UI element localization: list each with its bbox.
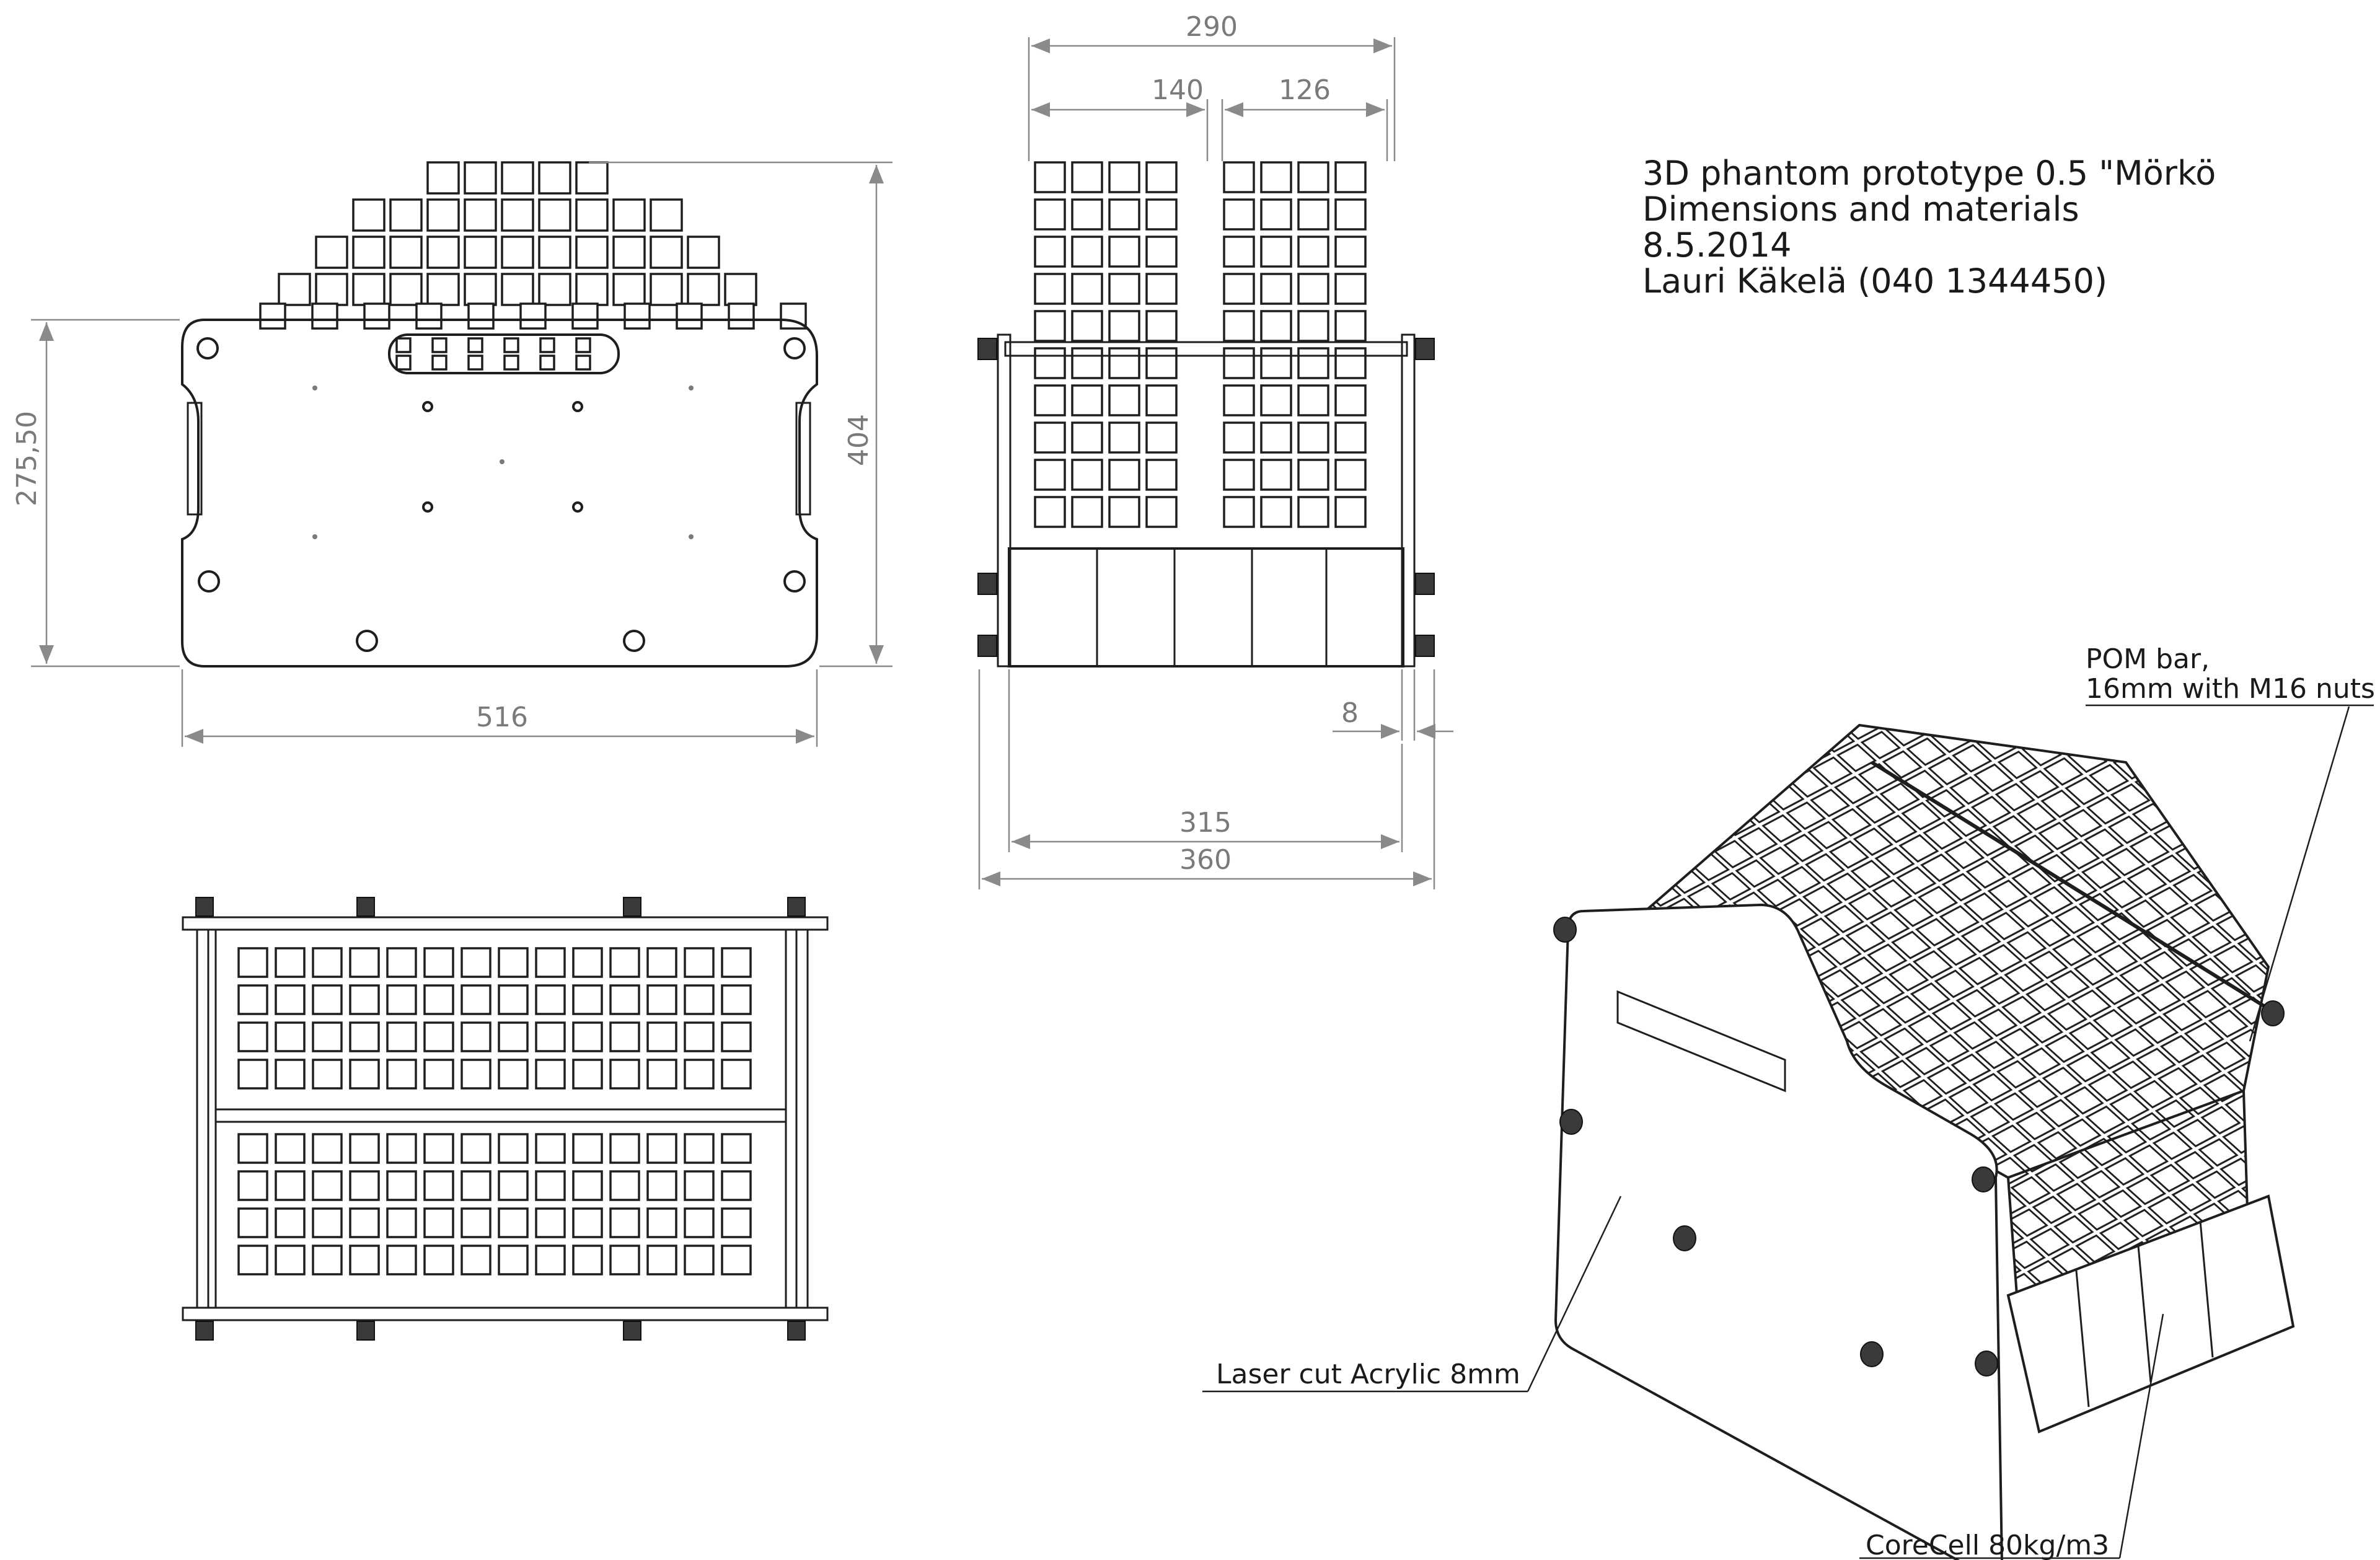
front-view-small-hole — [572, 501, 583, 513]
iso-nut — [1673, 1225, 1696, 1251]
iso-nut — [1972, 1166, 1995, 1192]
top-view-nuts — [195, 897, 806, 1341]
front-view-hole — [783, 570, 806, 593]
front-view: 275,50 404 516 — [11, 161, 892, 747]
front-view-plate — [181, 319, 818, 668]
side-view-lattice — [1034, 161, 1367, 528]
title-line-1: 3D phantom prototype 0.5 "Mörkö — [1642, 154, 2216, 193]
top-view-right-bar — [795, 928, 809, 1309]
iso-handle-slot — [1616, 990, 1786, 1093]
side-view-nut — [977, 573, 997, 595]
dim-front-width: 516 — [476, 702, 528, 733]
side-view: 290 140 126 8 315 360 — [977, 11, 1453, 889]
front-view-hole — [196, 337, 219, 359]
iso-nut — [1559, 1109, 1583, 1135]
iso-acrylic-plate — [1554, 903, 2003, 1560]
front-view-small-hole — [422, 501, 433, 513]
front-view-hole — [198, 570, 220, 593]
iso-nut — [1860, 1341, 1884, 1367]
title-line-4: Lauri Käkelä (040 1344450) — [1642, 262, 2107, 301]
front-view-left-clamp — [187, 402, 203, 516]
front-view-hole — [623, 630, 645, 652]
front-view-small-hole — [422, 401, 433, 412]
callout-corecell: CoreCell 80kg/m3 — [1866, 1530, 2109, 1560]
top-view-top-plate — [182, 916, 829, 931]
top-view — [182, 897, 829, 1341]
top-view-left-bar — [196, 928, 209, 1309]
side-view-right-plate — [1401, 333, 1416, 668]
iso-corecell-block — [2006, 1194, 2295, 1434]
front-view-slot-lattice — [395, 337, 591, 371]
callout-pom-bar-2: 16mm with M16 nuts — [2086, 673, 2375, 705]
iso-nut — [1975, 1351, 1998, 1377]
title-block: 3D phantom prototype 0.5 "Mörkö Dimensio… — [1642, 154, 2216, 301]
dim-side-outer-width: 360 — [1179, 844, 1232, 876]
isometric-view: POM bar, 16mm with M16 nuts Laser cut Ac… — [1202, 643, 2375, 1560]
iso-nut — [1553, 917, 1577, 943]
side-view-nut — [1415, 338, 1435, 360]
title-line-2: Dimensions and materials — [1642, 190, 2079, 229]
side-view-left-plate — [997, 333, 1011, 668]
side-view-nut — [1415, 635, 1435, 657]
dim-side-left-lattice: 140 — [1152, 74, 1204, 106]
side-view-pom-bar — [1004, 341, 1408, 357]
callout-acrylic: Laser cut Acrylic 8mm — [1216, 1359, 1520, 1390]
dim-front-total-height: 404 — [843, 414, 875, 466]
front-view-lattice — [259, 161, 807, 330]
side-view-nut — [977, 338, 997, 360]
dim-side-right-lattice: 126 — [1279, 74, 1331, 106]
side-view-nut — [1415, 573, 1435, 595]
dim-side-inner-width: 315 — [1179, 807, 1232, 839]
iso-pom-bar — [1871, 760, 2282, 1018]
title-line-3: 8.5.2014 — [1642, 226, 1791, 265]
front-view-handle-slot — [388, 333, 620, 374]
iso-nut — [2261, 1000, 2285, 1026]
front-view-hole — [356, 630, 378, 652]
dim-side-total-width: 290 — [1186, 11, 1238, 43]
front-view-hole — [783, 337, 806, 359]
front-view-small-hole — [572, 401, 583, 412]
top-view-lattice — [237, 947, 752, 1276]
front-view-right-clamp — [795, 402, 811, 516]
dim-front-height: 275,50 — [11, 411, 43, 506]
side-view-corecell-block — [1008, 547, 1404, 668]
dim-side-plate-thickness: 8 — [1341, 697, 1359, 729]
top-view-bottom-plate — [182, 1307, 829, 1321]
side-view-nut — [977, 635, 997, 657]
callout-pom-bar-1: POM bar, — [2086, 643, 2210, 675]
